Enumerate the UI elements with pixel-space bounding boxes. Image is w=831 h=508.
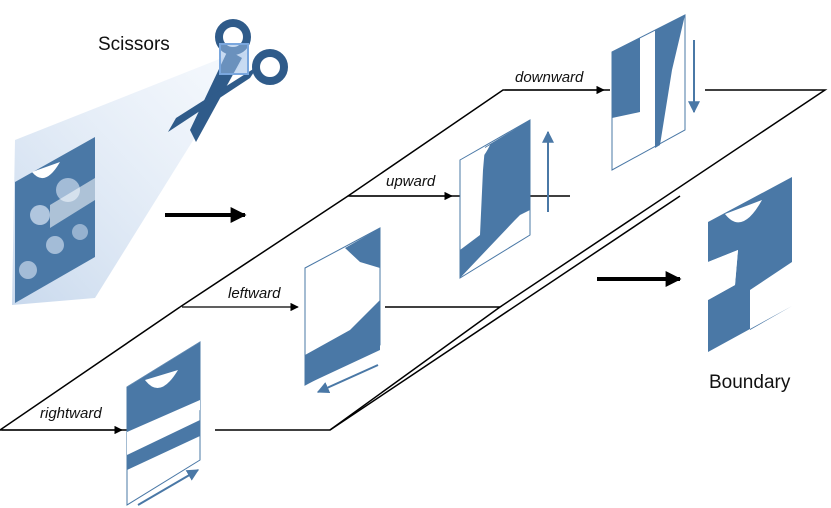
downward-label: downward: [515, 69, 584, 86]
rightward-crop: [126, 341, 201, 506]
scissors-label: Scissors: [98, 34, 170, 55]
leftward-shift-arrow: [316, 364, 379, 394]
boundary-label: Boundary: [709, 372, 791, 393]
leftward-crop: [304, 227, 381, 394]
plane-downward-edge: [499, 89, 828, 308]
input-image: [15, 137, 95, 303]
plane-rightward-right: [215, 306, 503, 431]
plane-leftward-edge: [329, 195, 681, 431]
leftward-label: leftward: [228, 285, 281, 302]
downward-crop: [611, 14, 700, 171]
scissors-icon: [168, 19, 288, 142]
rightward-shift-arrow: [137, 469, 200, 506]
boundary-image: [708, 177, 792, 352]
upward-crop: [459, 119, 554, 279]
upward-label: upward: [386, 173, 436, 190]
rightward-label: rightward: [40, 405, 102, 422]
